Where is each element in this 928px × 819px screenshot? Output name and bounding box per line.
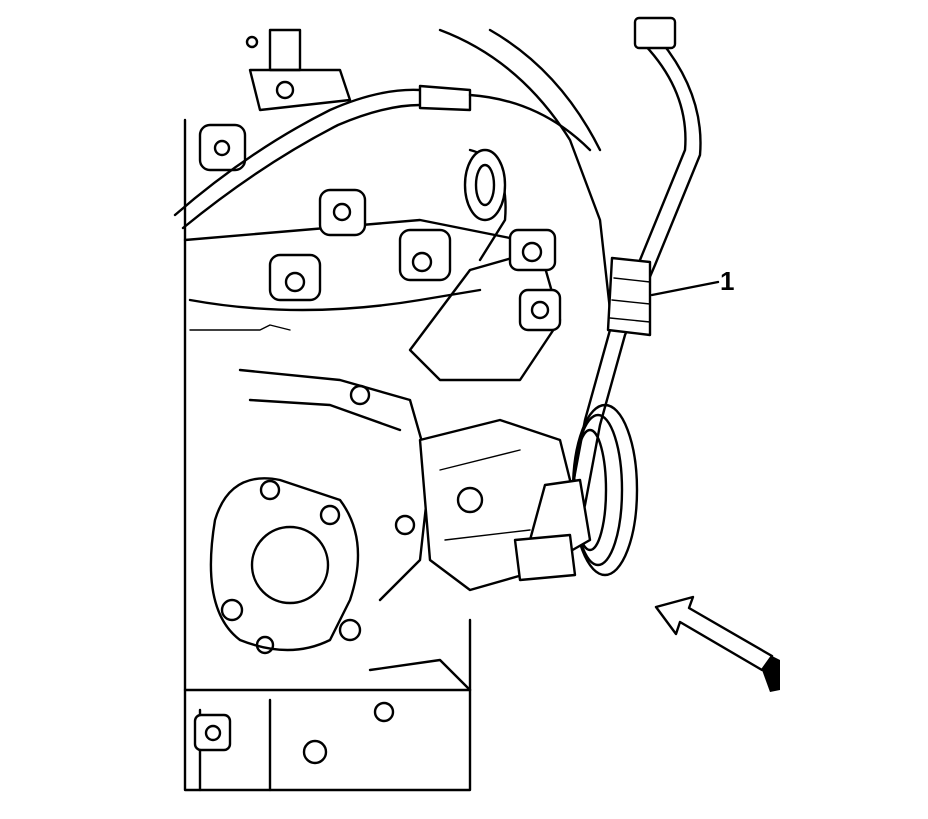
valve-cover	[198, 123, 452, 302]
view-direction-arrow-icon	[654, 595, 780, 692]
callout-label-1: 1	[720, 266, 735, 296]
top-bracket	[245, 28, 352, 112]
upper-hose	[173, 84, 592, 230]
timing-cover	[438, 28, 612, 312]
callout-leader-line	[650, 280, 720, 297]
lower-bracket	[193, 635, 472, 765]
pump-bracket	[408, 228, 562, 382]
power-steering-hose-part-1	[513, 16, 702, 582]
engine-block	[183, 118, 522, 792]
exhaust-manifold	[209, 368, 432, 652]
